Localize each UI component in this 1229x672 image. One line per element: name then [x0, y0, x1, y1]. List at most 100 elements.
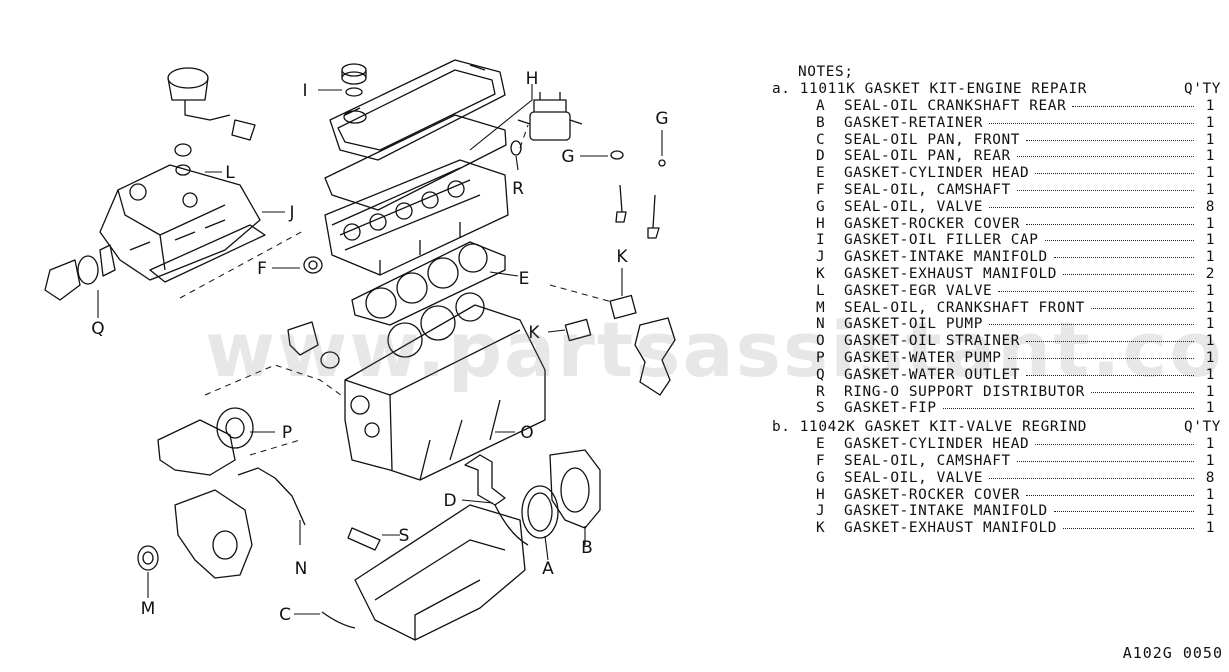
part-name: GASKET-CYLINDER HEAD: [844, 436, 1030, 453]
part-qty: 1: [1205, 232, 1215, 249]
part-qty: 1: [1205, 400, 1215, 417]
rear-main-seal: [521, 485, 559, 539]
part-name: SEAL-OIL, VALVE: [844, 198, 983, 215]
part-qty: 1: [1205, 520, 1215, 537]
part-code: H: [816, 215, 826, 232]
leader-dots: [1026, 139, 1194, 141]
part-code: M: [816, 299, 826, 316]
leader-dots: [1072, 106, 1194, 107]
part-qty: 1: [1205, 436, 1215, 453]
callout-g: G: [655, 109, 668, 129]
distributor: [517, 92, 583, 141]
head-gasket: [351, 241, 506, 326]
part-qty: 1: [1205, 148, 1215, 165]
valves: [610, 150, 666, 239]
part-qty: 1: [1205, 316, 1215, 333]
part-row: D SEAL-OIL PAN, REAR 1: [772, 148, 1227, 165]
part-row: N GASKET-OIL PUMP 1: [772, 316, 1227, 333]
part-qty: 1: [1205, 181, 1215, 198]
exhaust-manifold: [634, 317, 676, 396]
part-code: D: [816, 148, 826, 165]
part-name: SEAL-OIL, CAMSHAFT: [844, 452, 1011, 469]
part-row: M SEAL-OIL, CRANKSHAFT FRONT 1: [772, 300, 1227, 317]
part-row: O GASKET-OIL STRAINER 1: [772, 333, 1227, 350]
leader-dots: [989, 477, 1194, 479]
part-name: SEAL-OIL, CRANKSHAFT FRONT: [844, 299, 1085, 316]
intake-manifold-gasket: [149, 224, 266, 283]
part-code: S: [816, 400, 826, 417]
leader-dots: [998, 290, 1194, 292]
callout-n: N: [295, 559, 308, 579]
part-name: GASKET-OIL FILLER CAP: [844, 232, 1039, 249]
callout-k: K: [528, 323, 540, 343]
callout-f: F: [257, 259, 267, 279]
part-name: GASKET-WATER OUTLET: [844, 366, 1021, 383]
part-name: GASKET-WATER PUMP: [844, 349, 1002, 366]
leader-dots: [1026, 374, 1194, 376]
callout-p: P: [282, 423, 292, 443]
part-code: J: [816, 249, 826, 266]
oil-strainer: [464, 454, 506, 506]
part-qty: 1: [1205, 503, 1215, 520]
part-code: O: [816, 333, 826, 350]
part-code: L: [816, 282, 826, 299]
diagram-code: A102G 0050: [1122, 644, 1223, 662]
oil-pan-rear-seal: [494, 504, 529, 546]
part-qty: 1: [1205, 114, 1215, 131]
part-qty: 1: [1205, 165, 1215, 182]
callout-d: D: [443, 491, 456, 511]
leader-dots: [1053, 257, 1194, 259]
part-qty: 1: [1205, 366, 1215, 383]
part-code: H: [816, 486, 826, 503]
rocker-cover: [329, 59, 506, 161]
part-name: SEAL-OIL PAN, REAR: [844, 148, 1011, 165]
callout-m: M: [141, 599, 156, 619]
part-name: GASKET-RETAINER: [844, 114, 983, 131]
notes-title: NOTES;: [798, 64, 854, 80]
notes-panel: NOTES; a. 11011K GASKET KIT-ENGINE REPAI…: [772, 64, 1227, 537]
part-name: GASKET-OIL STRAINER: [844, 333, 1021, 350]
part-qty: 1: [1205, 98, 1215, 114]
leader-dots: [989, 122, 1194, 124]
part-qty: 1: [1205, 349, 1215, 366]
part-name: GASKET-ROCKER COVER: [844, 486, 1021, 503]
cylinder-head: [324, 159, 509, 276]
part-code: N: [816, 316, 826, 333]
part-code: K: [816, 520, 826, 537]
kit-label: b. 11042K GASKET KIT-VALVE REGRIND: [772, 419, 1087, 436]
callout-q: Q: [91, 319, 104, 339]
qty-header: Q'TY: [1183, 81, 1221, 97]
part-code: G: [816, 469, 826, 486]
part-qty: 1: [1205, 299, 1215, 316]
oil-filler-cap: [341, 63, 367, 97]
callout-e: E: [519, 269, 530, 289]
part-name: GASKET-ROCKER COVER: [844, 215, 1021, 232]
part-code: R: [816, 383, 826, 400]
part-code: A: [816, 98, 826, 114]
part-qty: 1: [1205, 215, 1215, 232]
oil-pan-front-seal: [321, 611, 356, 629]
leader-dots: [989, 324, 1194, 326]
part-qty: 1: [1205, 383, 1215, 400]
part-code: F: [816, 452, 826, 469]
fip-gasket: [347, 527, 381, 551]
leader-dots: [1035, 173, 1194, 175]
part-code: I: [816, 232, 826, 249]
part-qty: 1: [1205, 333, 1215, 350]
callout-r: R: [512, 179, 524, 199]
part-name: GASKET-INTAKE MANIFOLD: [844, 249, 1048, 266]
callout-l: L: [225, 163, 235, 183]
part-code: E: [816, 165, 826, 182]
callout-g: G: [561, 147, 574, 167]
part-name: GASKET-OIL PUMP: [844, 316, 983, 333]
leader-dots: [989, 206, 1194, 208]
leader-dots: [1035, 444, 1194, 446]
